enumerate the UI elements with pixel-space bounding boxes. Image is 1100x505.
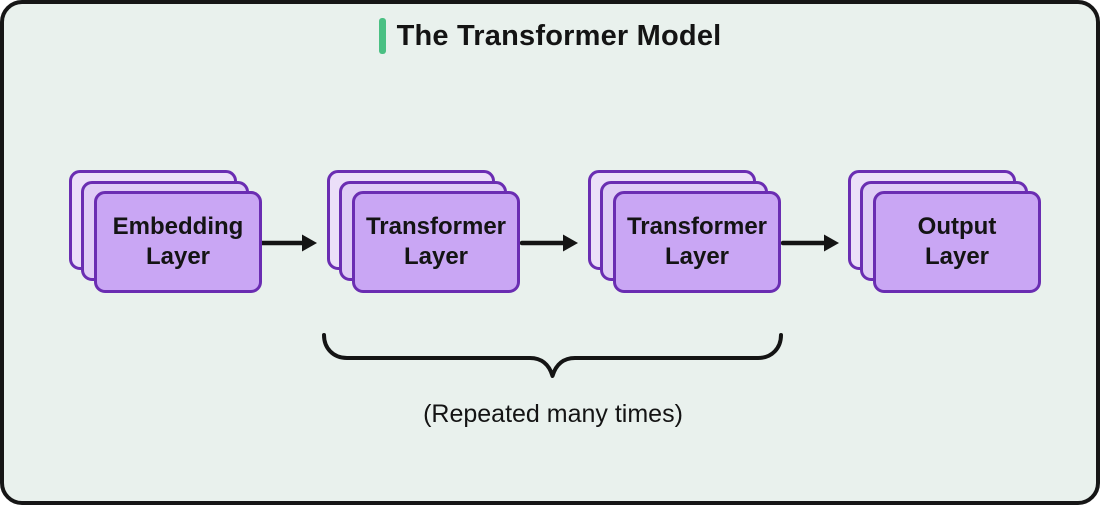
node-label: Transformer Layer (626, 213, 768, 270)
title-bar: The Transformer Model (4, 18, 1096, 54)
page-title: The Transformer Model (396, 19, 722, 52)
node-embedding-layer: Embedding Layer (69, 170, 263, 294)
repeat-annotation: (Repeated many times) (423, 400, 683, 428)
node-label: Transformer Layer (365, 213, 507, 270)
title-accent-bar (378, 18, 386, 54)
node-output-layer: Output Layer (848, 170, 1042, 294)
stack-card-front: Transformer Layer (613, 191, 781, 293)
flow-arrow (519, 234, 578, 252)
node-transformer-layer-1: Transformer Layer (327, 170, 521, 294)
node-transformer-layer-2: Transformer Layer (588, 170, 782, 294)
stack-card-front: Output Layer (873, 191, 1041, 293)
stack-card-front: Embedding Layer (94, 191, 262, 293)
node-label: Embedding Layer (112, 213, 244, 270)
flow-arrow (258, 234, 317, 252)
flow-arrow (780, 234, 839, 252)
node-label: Output Layer (917, 213, 997, 270)
stack-card-front: Transformer Layer (352, 191, 520, 293)
repeat-brace (322, 333, 783, 378)
